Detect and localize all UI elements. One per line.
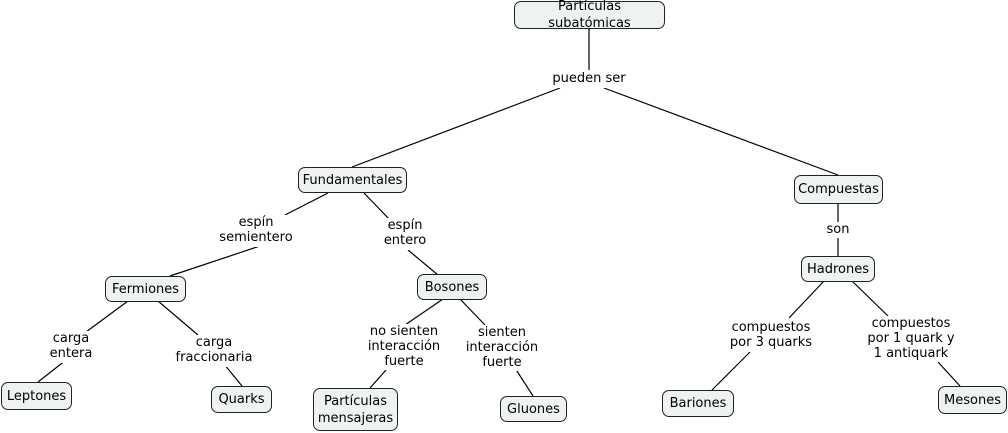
link-carga-fraccionaria: carga fraccionaria (173, 335, 255, 367)
connector (284, 192, 329, 216)
link-carga-entera: carga entera (46, 331, 96, 363)
connector (223, 363, 243, 387)
connector (157, 300, 199, 336)
node-particulas-subatomicas[interactable]: Partículas subatómicas (514, 0, 665, 31)
node-fundamentales[interactable]: Fundamentales (298, 167, 407, 193)
node-quarks[interactable]: Quarks (211, 386, 272, 413)
connector (459, 298, 486, 326)
node-bosones[interactable]: Bosones (417, 274, 487, 300)
link-compuestos-1-quark-antiquark: compuestos por 1 quark y 1 antiquark (866, 316, 956, 362)
node-bariones[interactable]: Bariones (662, 390, 734, 417)
connector (937, 361, 961, 387)
link-pueden-ser: pueden ser (549, 71, 629, 88)
connector (603, 87, 839, 176)
connector (85, 300, 129, 333)
connector (351, 87, 561, 168)
node-fermiones[interactable]: Fermiones (105, 276, 186, 302)
node-particulas-mensajeras[interactable]: Partículas mensajeras (313, 388, 398, 431)
link-no-sienten-interaccion: no sienten interacción fuerte (365, 324, 443, 370)
connector (369, 369, 387, 389)
node-leptones[interactable]: Leptones (1, 382, 72, 410)
connector (514, 367, 534, 397)
connector (788, 280, 825, 319)
connector (404, 298, 444, 326)
node-mesones[interactable]: Mesones (938, 386, 1007, 414)
link-compuestos-3-quarks: compuestos por 3 quarks (727, 320, 815, 352)
connector (37, 359, 67, 383)
node-gluones[interactable]: Gluones (500, 396, 567, 422)
connector (851, 280, 889, 317)
connector (711, 351, 751, 391)
link-sienten-interaccion: sienten interacción fuerte (463, 325, 541, 371)
link-espin-semientero: espín semientero (217, 215, 295, 247)
connector (407, 249, 439, 276)
link-son: son (823, 222, 853, 238)
node-compuestas[interactable]: Compuestas (794, 175, 883, 204)
connector (169, 244, 264, 277)
node-hadrones[interactable]: Hadrones (801, 256, 875, 282)
connector (363, 192, 391, 221)
link-espin-entero: espín entero (380, 218, 430, 250)
